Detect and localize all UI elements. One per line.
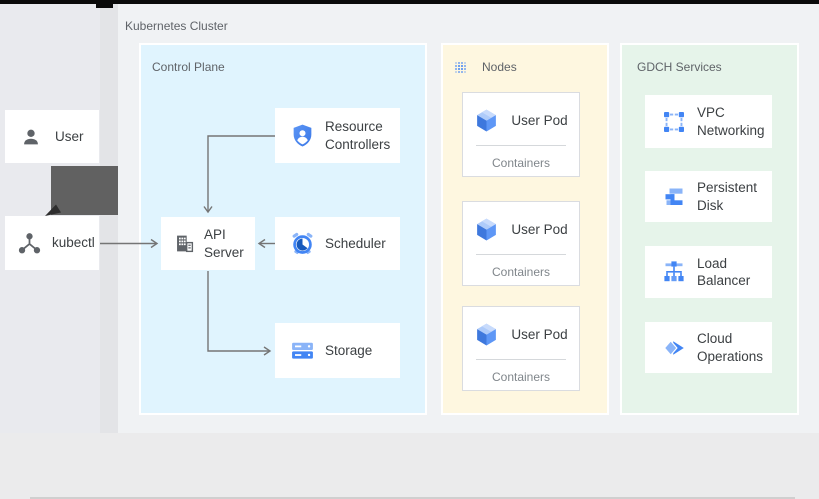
containers-label: Containers: [491, 370, 551, 384]
nodes-zone-label: Nodes: [482, 60, 517, 74]
control-plane-zone-label: Control Plane: [152, 60, 225, 74]
user-pod-label: User Pod: [511, 326, 568, 342]
api-server-card: API Server: [161, 217, 255, 270]
nodes-grid-icon: [454, 61, 467, 74]
top-black-bar: [0, 0, 819, 4]
dark-arrow-head-icon: [45, 204, 61, 216]
storage-card: Storage: [275, 323, 400, 378]
vpc-networking-label: VPC Networking: [697, 105, 765, 138]
pod-divider: [476, 254, 566, 255]
cloud-operations-icon: [662, 336, 686, 360]
scrollbar-strip[interactable]: [100, 4, 118, 433]
persistent-disk-card: Persistent Disk: [645, 171, 772, 222]
user-pod-card: User Pod Containers: [462, 92, 580, 177]
cloud-operations-card: Cloud Operations: [645, 322, 772, 373]
bottom-divider-line: [30, 497, 795, 499]
pod-divider: [476, 359, 566, 360]
load-balancer-label: Load Balancer: [697, 255, 751, 288]
user-card: User: [5, 110, 99, 163]
gdch-zone-label: GDCH Services: [637, 60, 722, 74]
persistent-disk-icon: [662, 185, 686, 209]
scheduler-card: Scheduler: [275, 217, 400, 270]
dark-arrow-block: [51, 166, 118, 215]
storage-label: Storage: [325, 342, 373, 358]
pod-cube-icon: [474, 108, 499, 133]
resource-controllers-shield-icon: [290, 123, 315, 148]
kubernetes-cluster-label: Kubernetes Cluster: [125, 19, 228, 33]
pod-cube-icon: [474, 322, 499, 347]
containers-label: Containers: [491, 265, 551, 279]
scheduler-clock-icon: [290, 231, 315, 256]
api-server-label: API Server: [204, 227, 244, 260]
kubectl-icon: [18, 232, 41, 255]
cloud-operations-label: Cloud Operations: [697, 331, 764, 364]
load-balancer-icon: [662, 260, 686, 284]
resource-controllers-label: Resource Controllers: [325, 119, 391, 152]
user-pod-card: User Pod Containers: [462, 201, 580, 286]
kubectl-label: kubectl: [52, 235, 95, 251]
user-pod-label: User Pod: [511, 221, 568, 237]
vpc-networking-card: VPC Networking: [645, 95, 772, 148]
kubectl-card: kubectl: [5, 216, 99, 270]
persistent-disk-label: Persistent Disk: [697, 180, 758, 213]
containers-label: Containers: [491, 156, 551, 170]
user-pod-card: User Pod Containers: [462, 306, 580, 391]
user-pod-label: User Pod: [511, 112, 568, 128]
load-balancer-card: Load Balancer: [645, 246, 772, 298]
pod-cube-icon: [474, 217, 499, 242]
api-server-building-icon: [174, 233, 195, 254]
user-label: User: [55, 128, 84, 144]
storage-icon: [290, 338, 315, 363]
scheduler-label: Scheduler: [325, 235, 386, 251]
resource-controllers-card: Resource Controllers: [275, 108, 400, 163]
pod-divider: [476, 145, 566, 146]
user-icon: [20, 126, 42, 148]
top-black-notch: [96, 4, 113, 8]
vpc-networking-icon: [662, 110, 686, 134]
